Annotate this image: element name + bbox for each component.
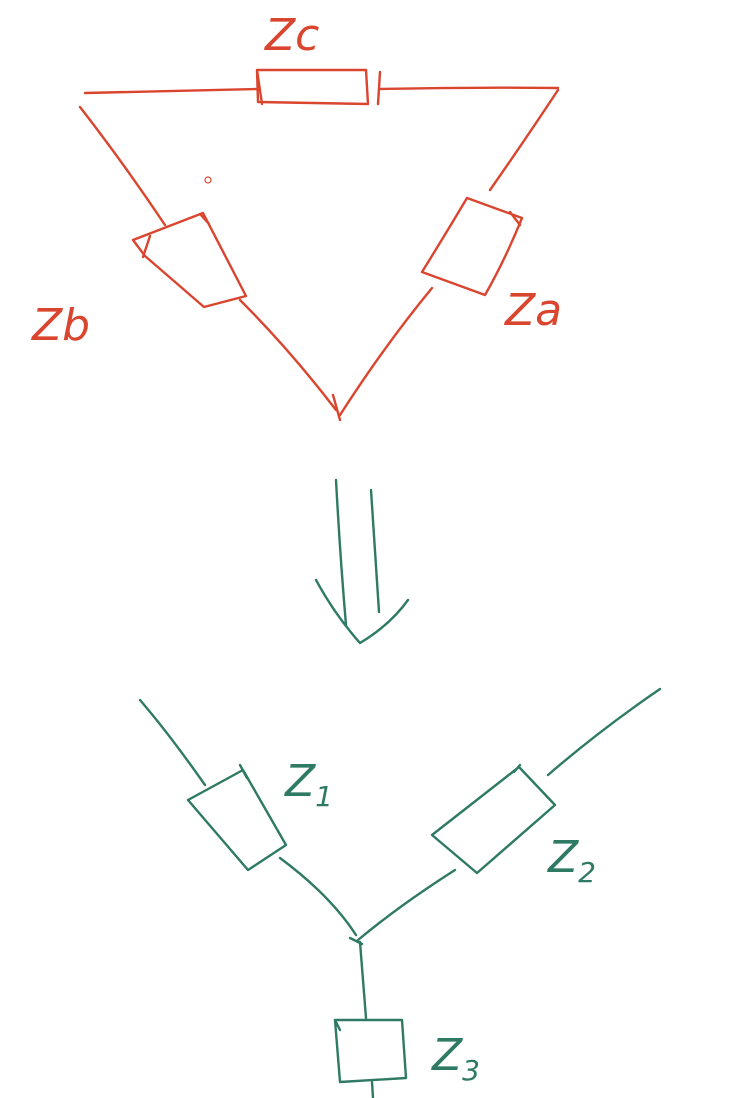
delta-right-wire-upper <box>488 88 560 192</box>
arrow-shaft-right <box>369 488 381 614</box>
wye-z2-label: Z2 <box>547 832 596 889</box>
delta-zb-impedance <box>131 211 248 309</box>
wye-z1-label-sub: 1 <box>315 780 333 813</box>
delta-stray-dot <box>204 176 212 184</box>
wye-z1-impedance <box>186 763 288 872</box>
wye-network: Z1 Z2 Z3 <box>138 687 662 1098</box>
wye-z3-label: Z3 <box>431 1030 480 1087</box>
double-arrow-down-icon <box>314 478 410 645</box>
delta-zb-label: Zb <box>31 300 90 351</box>
wye-z2-wire-lower <box>356 868 457 942</box>
wye-z2-impedance <box>430 763 557 875</box>
wye-z2-wire-upper <box>546 687 662 777</box>
wye-z3-wire-upper <box>358 940 368 1020</box>
wye-z1-label: Z1 <box>284 756 333 813</box>
delta-right-wire-lower <box>338 286 434 417</box>
delta-zc-label: Zc <box>264 10 319 61</box>
delta-zc-impedance <box>255 68 370 106</box>
arrow-shaft-left <box>334 478 348 627</box>
delta-za-impedance <box>420 196 524 297</box>
delta-za-label: Za <box>504 285 562 336</box>
wye-z3-impedance <box>333 1018 408 1084</box>
wye-z3-label-sub: 3 <box>462 1054 480 1087</box>
delta-top-wire-right <box>376 70 560 106</box>
wye-z1-label-main: Z <box>284 756 316 807</box>
wye-z1-wire-upper <box>138 698 207 787</box>
delta-left-wire-lower <box>238 298 338 412</box>
wye-z1-wire-lower <box>278 856 358 937</box>
arrow-head <box>314 578 410 645</box>
wye-z3-wire-lower <box>370 1080 375 1098</box>
wye-z2-label-main: Z <box>547 832 579 883</box>
delta-top-wire-left <box>83 87 259 95</box>
delta-network: Zc Zb Za <box>31 10 562 422</box>
delta-left-wire-upper <box>78 105 167 227</box>
wye-z3-label-main: Z <box>431 1030 463 1081</box>
wye-z2-label-sub: 2 <box>578 856 596 889</box>
delta-bottom-node <box>331 393 342 422</box>
